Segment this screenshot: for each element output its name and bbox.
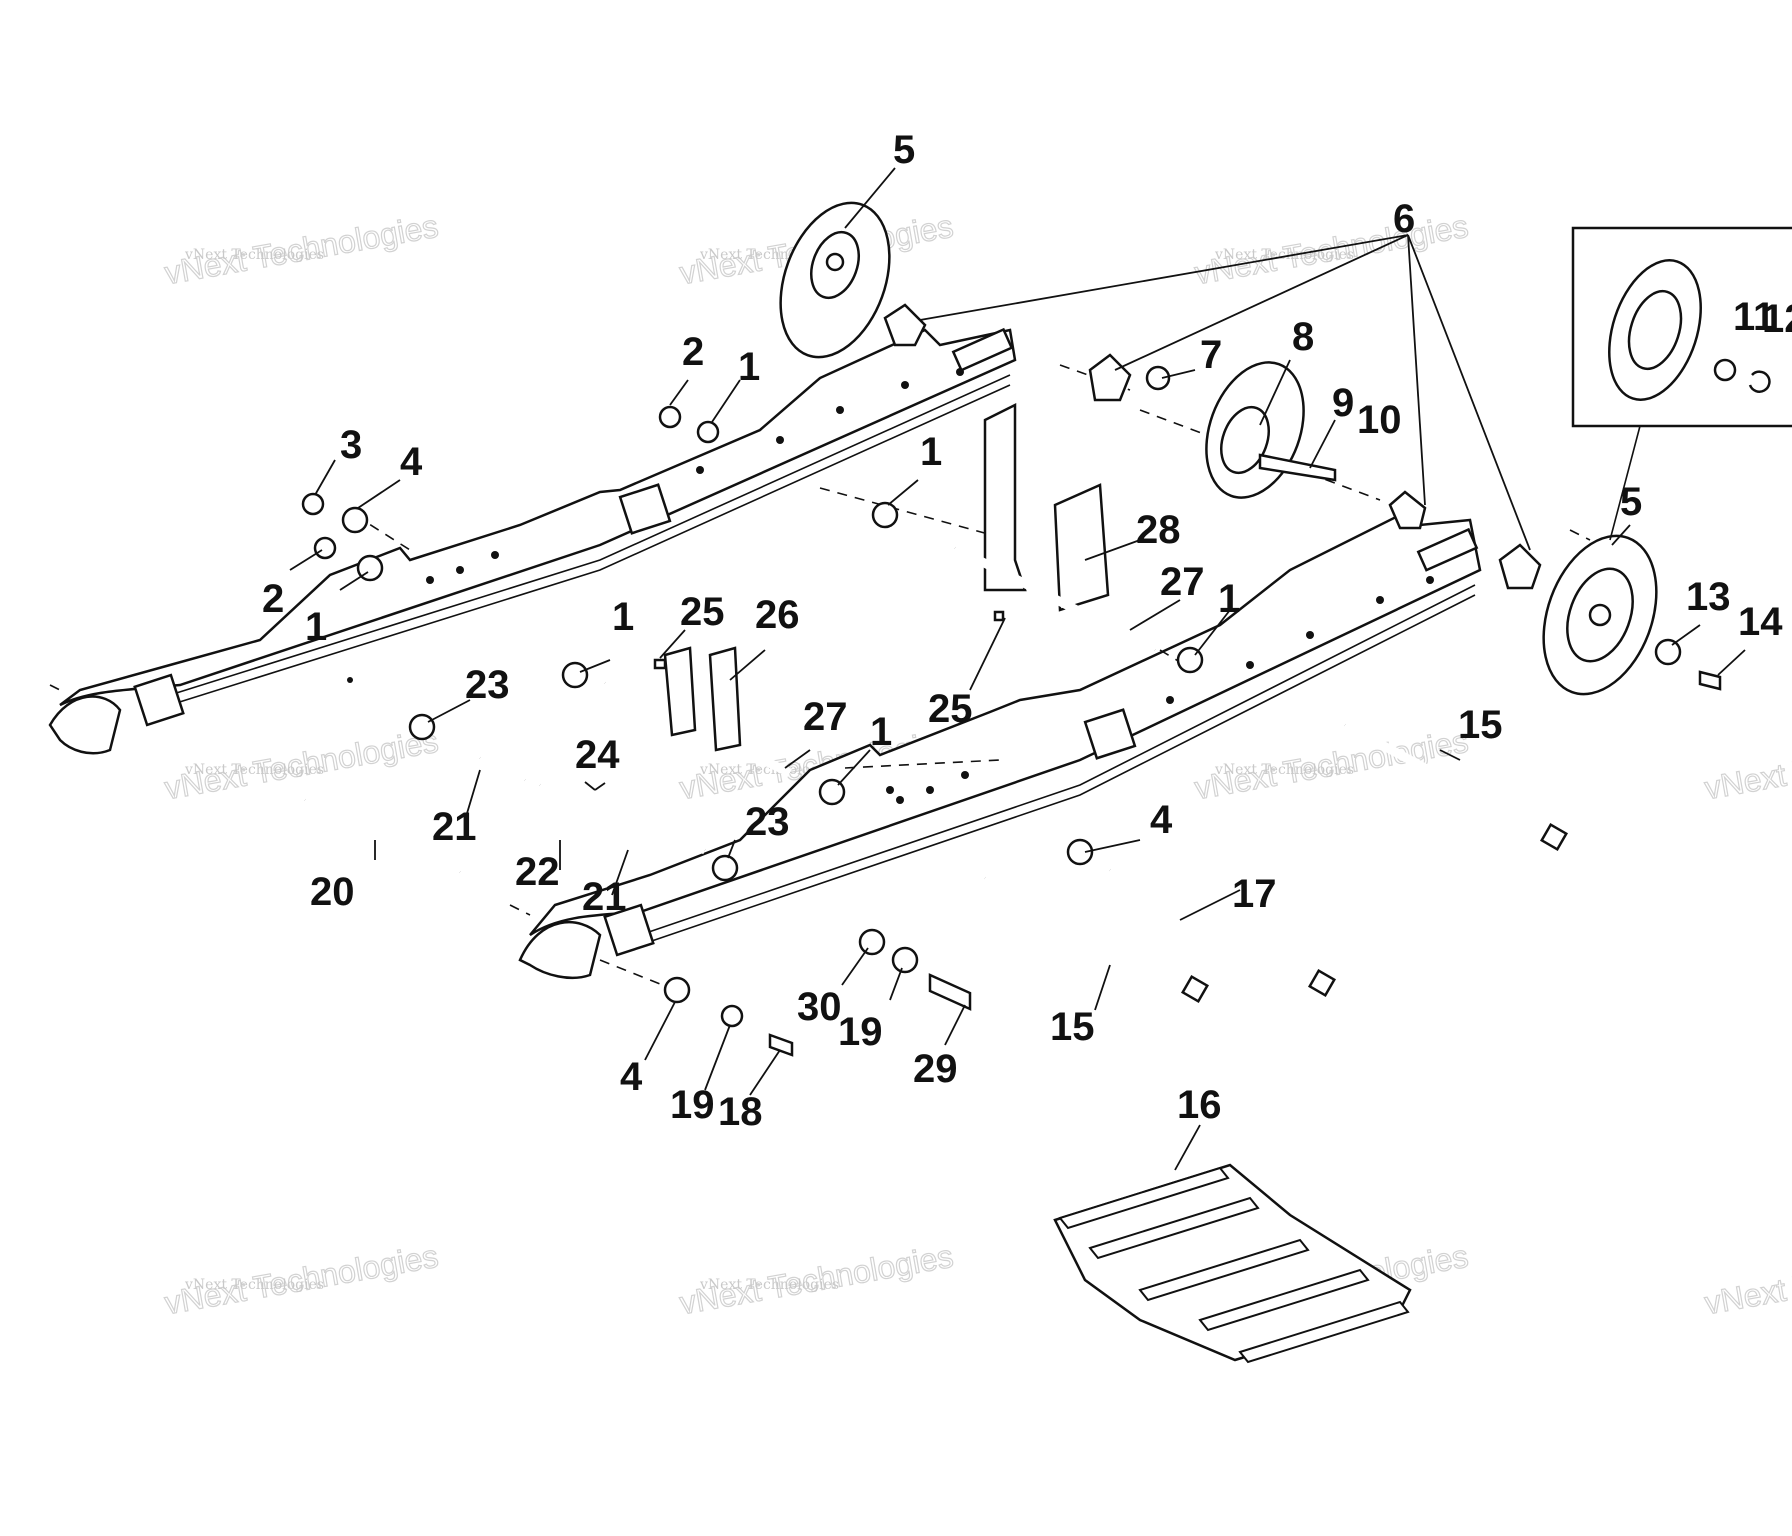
watermark: vNext Technologies bbox=[1701, 1237, 1792, 1322]
sleeve-21 bbox=[476, 751, 529, 787]
watermark: vNext Technologies vNext Technologies bbox=[161, 207, 441, 292]
leader-lines bbox=[289, 167, 1746, 1171]
callout-30: 30 bbox=[797, 985, 842, 1029]
svg-text:vNext Technologies: vNext Technologies bbox=[699, 1277, 839, 1293]
callout-29: 29 bbox=[913, 1047, 958, 1091]
watermark: vNext Technologies vNext Technologies bbox=[1191, 207, 1471, 292]
callouts: 5 6 2 1 3 4 2 1 1 7 8 9 10 11 12 28 27 1… bbox=[262, 128, 1792, 1134]
callout-5: 5 bbox=[1620, 480, 1642, 524]
right-rail bbox=[518, 513, 1482, 979]
callout-2: 2 bbox=[262, 577, 284, 621]
callout-28: 28 bbox=[1136, 508, 1181, 552]
detail-box bbox=[1571, 226, 1792, 541]
callout-1: 1 bbox=[870, 710, 892, 754]
callout-4: 4 bbox=[400, 440, 423, 484]
svg-text:vNext Technologies: vNext Technologies bbox=[699, 762, 839, 778]
watermark: vNext Technologies vNext Technologies bbox=[676, 1237, 956, 1322]
svg-text:vNext Technologies: vNext Technologies bbox=[1702, 723, 1792, 807]
callout-27: 27 bbox=[803, 695, 848, 739]
shaft-22-24 bbox=[538, 780, 707, 855]
callout-23: 23 bbox=[465, 663, 510, 707]
callout-14: 14 bbox=[1738, 600, 1783, 644]
callout-13: 13 bbox=[1686, 575, 1731, 619]
watermark: vNext Technologies vNext Technologies bbox=[161, 1237, 441, 1322]
callout-4: 4 bbox=[620, 1055, 643, 1099]
callout-4: 4 bbox=[1150, 798, 1173, 842]
shaft-27-lower bbox=[603, 678, 792, 778]
callout-24: 24 bbox=[575, 733, 620, 777]
watermark: vNext Technologies vNext Technologies bbox=[1191, 722, 1471, 807]
callout-17: 17 bbox=[1232, 872, 1277, 916]
callout-21: 21 bbox=[432, 805, 477, 849]
callout-1: 1 bbox=[1218, 577, 1240, 621]
bearing-block bbox=[883, 303, 1542, 590]
cross-shaft-15-top bbox=[1342, 721, 1569, 852]
svg-text:vNext Technologies: vNext Technologies bbox=[1214, 762, 1354, 778]
watermark: vNext Technologies bbox=[1701, 722, 1792, 807]
callout-6: 6 bbox=[1393, 197, 1415, 241]
cross-shaft-15-bottom bbox=[982, 874, 1210, 1004]
left-rail bbox=[48, 327, 1017, 755]
callout-18: 18 bbox=[718, 1090, 763, 1134]
callout-8: 8 bbox=[1292, 315, 1314, 359]
callout-3: 3 bbox=[340, 423, 362, 467]
tube-20 bbox=[301, 793, 464, 879]
callout-22: 22 bbox=[515, 850, 560, 894]
watermark: vNext Technologies vNext Technologies bbox=[161, 722, 441, 807]
svg-text:vNext Technologies: vNext Technologies bbox=[184, 762, 324, 778]
callout-23: 23 bbox=[745, 800, 790, 844]
callout-21: 21 bbox=[582, 875, 627, 919]
callout-10: 10 bbox=[1357, 398, 1402, 442]
callout-19: 19 bbox=[838, 1010, 883, 1054]
svg-text:vNext Technologies: vNext Technologies bbox=[184, 1277, 324, 1293]
callout-5: 5 bbox=[893, 128, 915, 172]
callout-25: 25 bbox=[928, 687, 973, 731]
callout-26: 26 bbox=[755, 593, 800, 637]
cross-shaft-17 bbox=[1107, 866, 1337, 998]
callout-1: 1 bbox=[738, 345, 760, 389]
svg-text:vNext Technologies: vNext Technologies bbox=[1214, 247, 1354, 263]
bracket-28 bbox=[952, 402, 1158, 655]
link-26 bbox=[663, 646, 742, 752]
svg-text:vNext Technologies: vNext Technologies bbox=[184, 247, 324, 263]
callout-12: 12 bbox=[1762, 297, 1792, 341]
track-section bbox=[1053, 1163, 1412, 1364]
callout-1: 1 bbox=[612, 595, 634, 639]
callout-2: 2 bbox=[682, 330, 704, 374]
idler-wheel-right bbox=[1542, 534, 1658, 696]
callout-16: 16 bbox=[1177, 1083, 1222, 1127]
callout-1: 1 bbox=[920, 430, 942, 474]
callout-27: 27 bbox=[1160, 560, 1205, 604]
callout-7: 7 bbox=[1200, 333, 1222, 377]
svg-text:vNext Technologies: vNext Technologies bbox=[1702, 1238, 1792, 1322]
callout-15: 15 bbox=[1050, 1005, 1095, 1049]
callout-9: 9 bbox=[1332, 381, 1354, 425]
callout-25: 25 bbox=[680, 590, 725, 634]
callout-20: 20 bbox=[310, 870, 355, 914]
idler-wheel-top bbox=[779, 201, 891, 359]
callout-19: 19 bbox=[670, 1083, 715, 1127]
callout-11: 11 bbox=[1733, 295, 1775, 339]
callout-1: 1 bbox=[305, 605, 327, 649]
callout-15: 15 bbox=[1458, 703, 1503, 747]
axle-wheel-8 bbox=[1205, 361, 1337, 499]
